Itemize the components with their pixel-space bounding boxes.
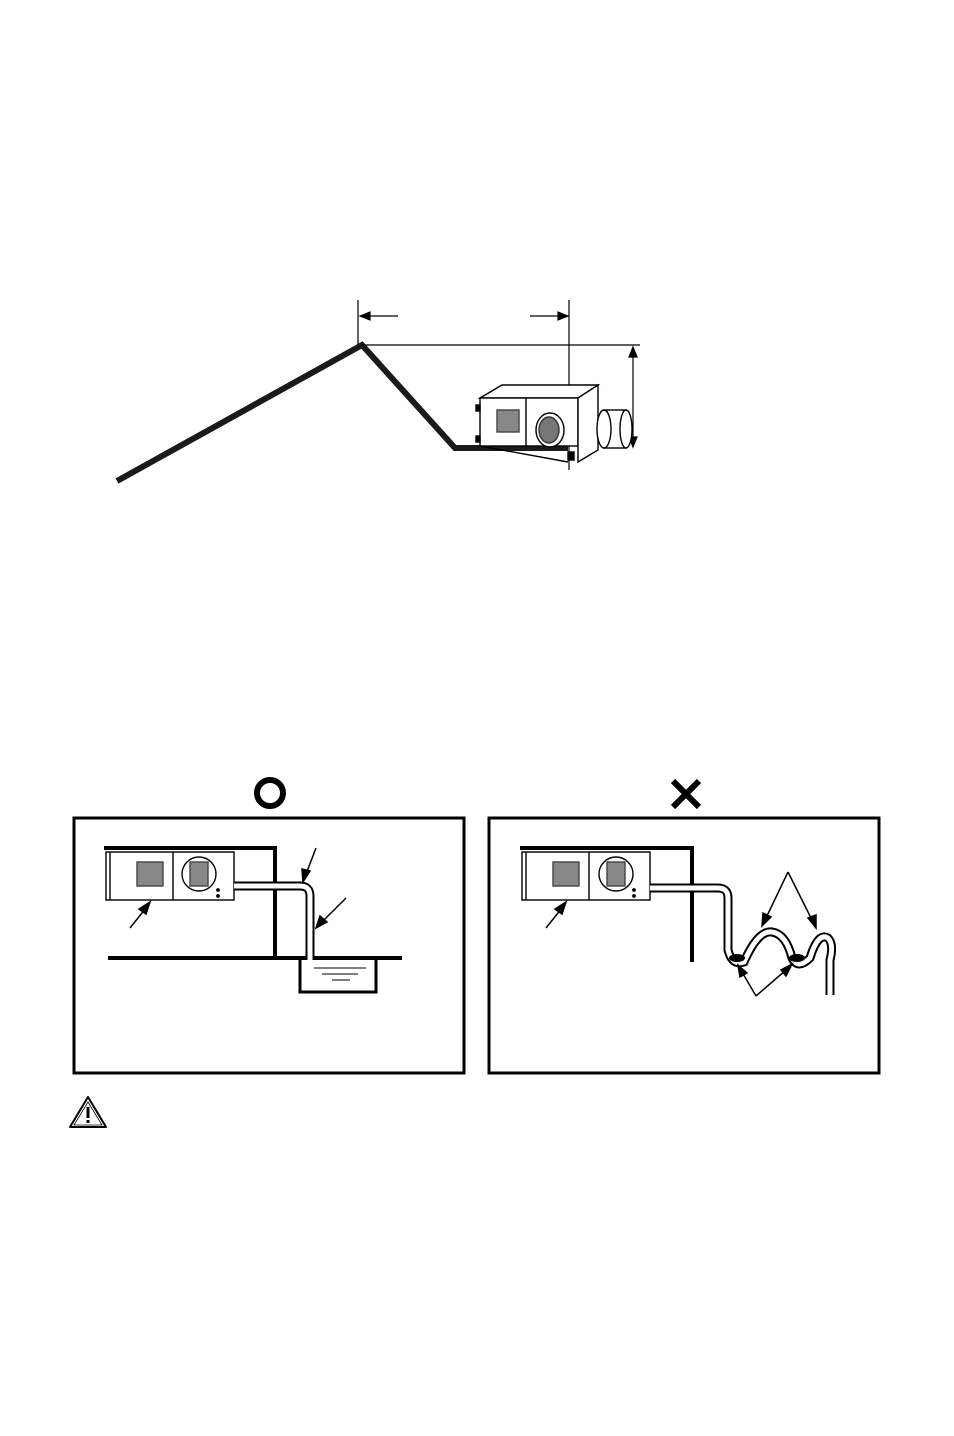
ventilation-unit-icon — [521, 851, 651, 901]
drain-hose-diagrams — [72, 777, 881, 1075]
ceiling-installation-diagram — [115, 300, 640, 484]
leader-arrow-icon — [129, 847, 347, 930]
ventilation-unit-icon — [105, 851, 235, 901]
ventilation-unit-icon — [475, 383, 633, 464]
cross-mark-icon — [670, 778, 702, 810]
circle-mark-icon — [254, 777, 286, 809]
warning-triangle-icon — [69, 1096, 107, 1128]
ceiling-wall-line — [520, 846, 694, 962]
drain-pan-icon — [298, 958, 378, 994]
dimension-arrow-icon — [358, 311, 570, 321]
roof-line — [115, 341, 568, 484]
ceiling-wall-line — [104, 846, 277, 960]
trapped-water-marks — [729, 954, 805, 962]
leader-arrow-icon — [545, 871, 817, 997]
